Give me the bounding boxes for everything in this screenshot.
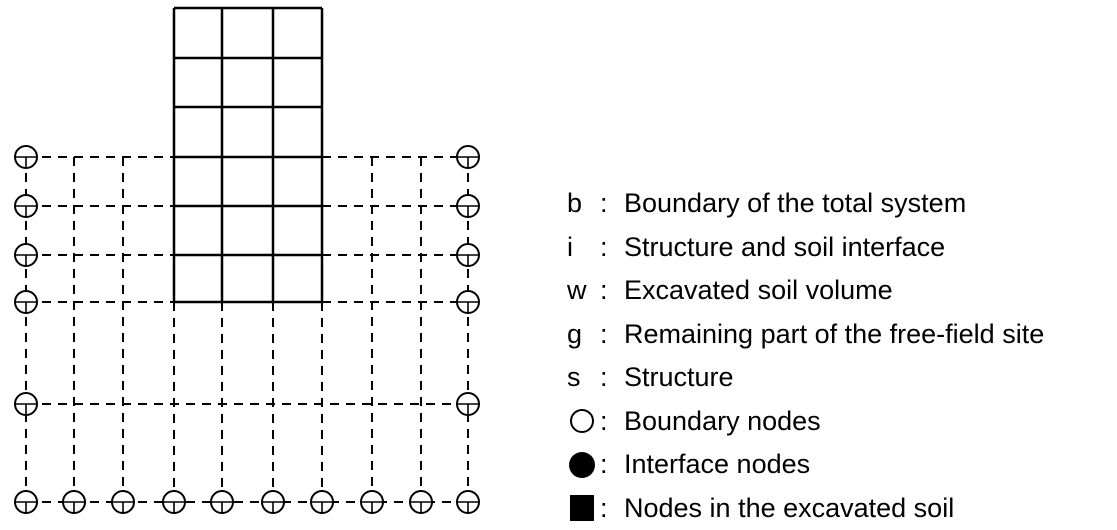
boundary-node-icon [15, 491, 37, 513]
boundary-node-icon [457, 146, 479, 168]
legend-item-g: g : Remaining part of the free-field sit… [564, 313, 1044, 357]
legend-separator: : [600, 356, 624, 400]
boundary-node-icon [15, 244, 37, 266]
legend-separator: : [600, 443, 624, 487]
legend-item-boundary-nodes: : Boundary nodes [564, 400, 1044, 444]
soil-structure-mesh-diagram [0, 0, 540, 527]
boundary-node-icon [457, 244, 479, 266]
boundary-node-icon [63, 491, 85, 513]
legend-item-interface-nodes: : Interface nodes [564, 443, 1044, 487]
boundary-node-icon [112, 491, 134, 513]
legend-item-w: w : Excavated soil volume [564, 269, 1044, 313]
open-circle-icon [564, 409, 600, 433]
legend-label-structure: Structure [624, 356, 734, 400]
legend-separator: : [600, 400, 624, 444]
boundary-node-icon [15, 291, 37, 313]
boundary-node-icon [15, 146, 37, 168]
legend-label-structure-soil-interface: Structure and soil interface [624, 226, 945, 270]
boundary-node-icon [311, 491, 333, 513]
legend-item-i: i : Structure and soil interface [564, 226, 1044, 270]
boundary-nodes-group [15, 146, 479, 513]
legend-label-excavated-soil-volume: Excavated soil volume [624, 269, 893, 313]
legend-item-b: b : Boundary of the total system [564, 182, 1044, 226]
legend-separator: : [600, 269, 624, 313]
soil-mesh-dashed-grid [26, 157, 468, 502]
boundary-node-icon [457, 195, 479, 217]
legend-key-g: g [564, 313, 600, 357]
legend-label-boundary-nodes: Boundary nodes [624, 400, 821, 444]
boundary-node-icon [457, 491, 479, 513]
boundary-node-icon [457, 291, 479, 313]
boundary-node-icon [457, 393, 479, 415]
legend-label-interface-nodes: Interface nodes [624, 443, 810, 487]
legend-item-s: s : Structure [564, 356, 1044, 400]
boundary-node-icon [211, 491, 233, 513]
legend-separator: : [600, 487, 624, 530]
legend: b : Boundary of the total system i : Str… [564, 182, 1044, 530]
legend-label-nodes-excavated-soil: Nodes in the excavated soil [624, 487, 954, 530]
legend-key-i: i [564, 226, 600, 270]
legend-label-boundary-total-system: Boundary of the total system [624, 182, 966, 226]
boundary-node-icon [15, 195, 37, 217]
filled-circle-icon [564, 452, 600, 478]
structure-mesh-solid-grid [174, 8, 322, 302]
filled-square-icon [564, 495, 600, 521]
legend-separator: : [600, 313, 624, 357]
legend-key-b: b [564, 182, 600, 226]
boundary-node-icon [410, 491, 432, 513]
boundary-node-icon [361, 491, 383, 513]
legend-separator: : [600, 182, 624, 226]
boundary-node-icon [262, 491, 284, 513]
legend-separator: : [600, 226, 624, 270]
legend-key-w: w [564, 269, 600, 313]
legend-key-s: s [564, 356, 600, 400]
boundary-node-icon [163, 491, 185, 513]
boundary-node-icon [15, 393, 37, 415]
legend-label-remaining-free-field: Remaining part of the free-field site [624, 313, 1044, 357]
legend-item-excavated-nodes: : Nodes in the excavated soil [564, 487, 1044, 530]
